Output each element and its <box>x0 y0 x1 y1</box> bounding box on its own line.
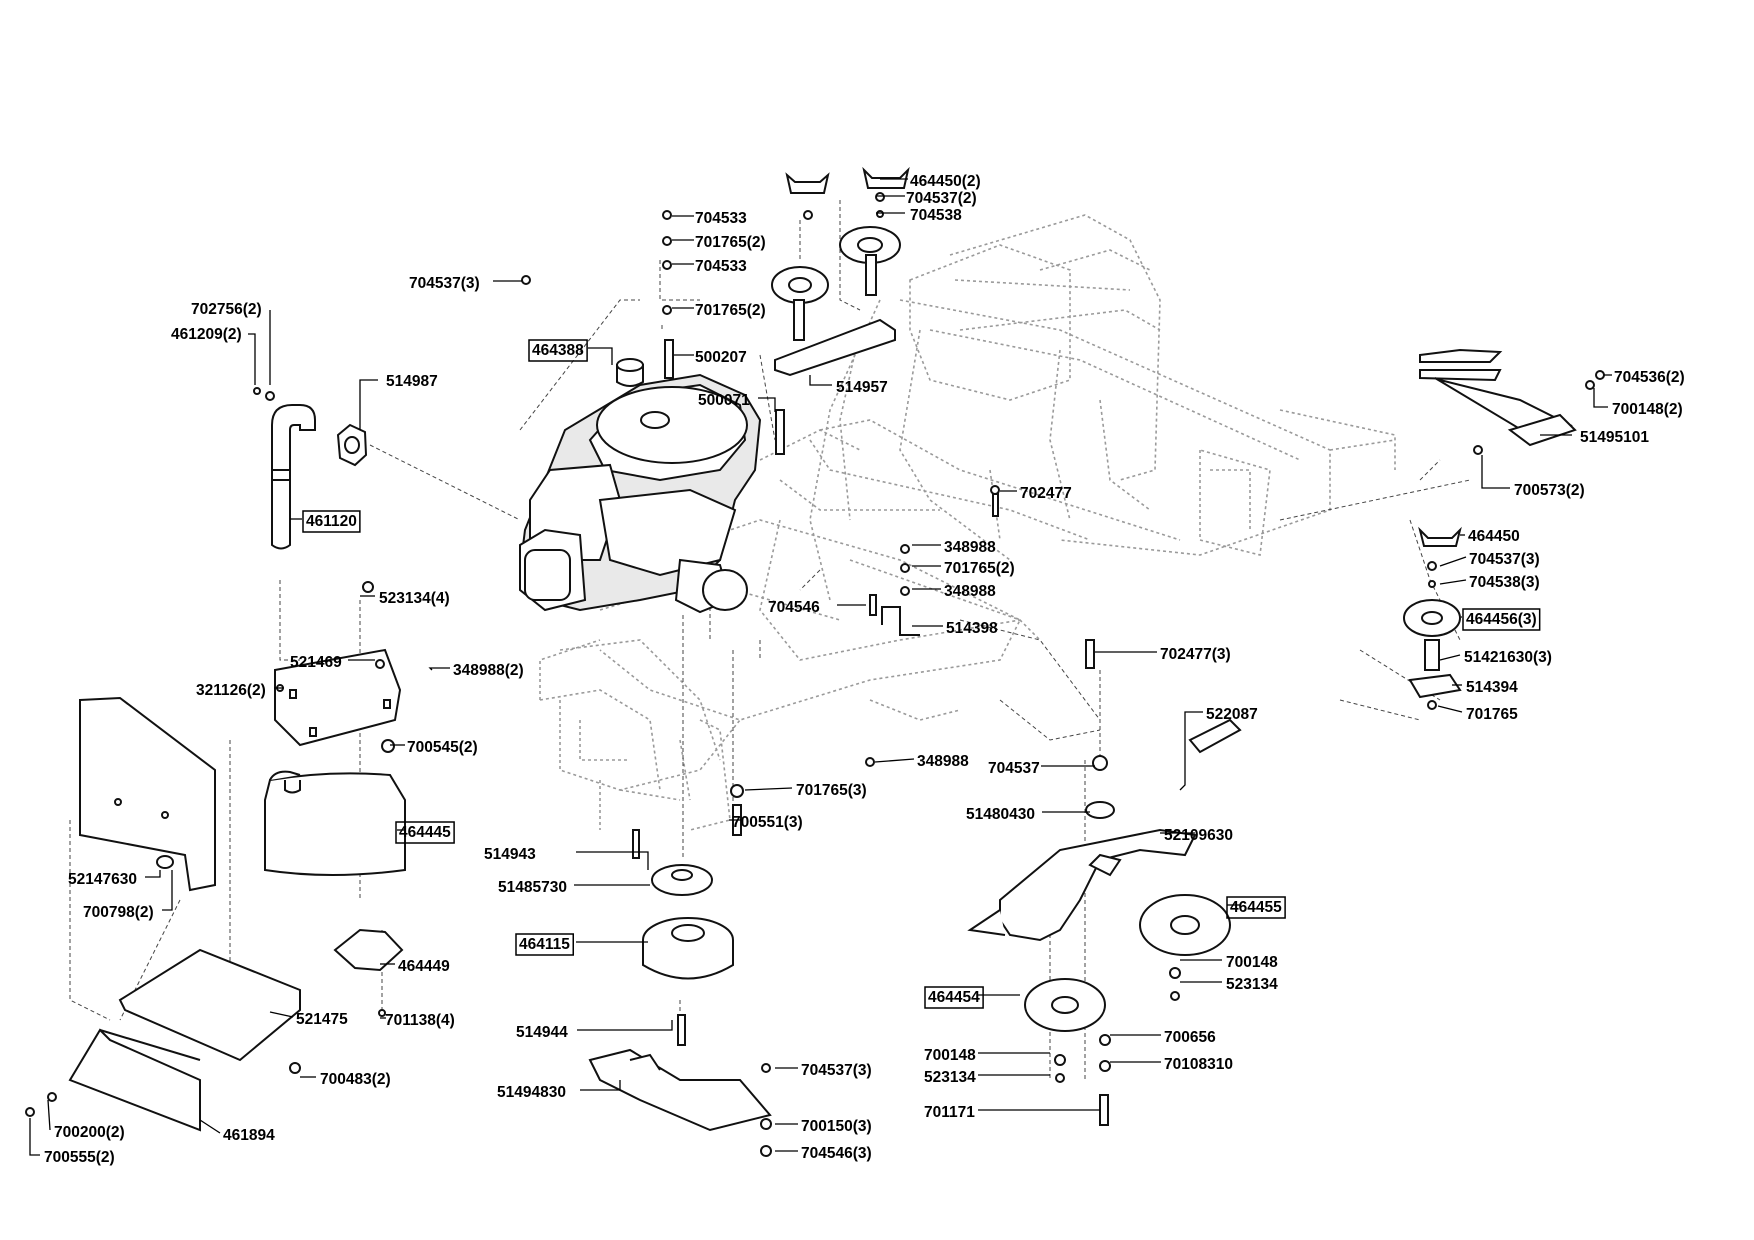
part-label: 514957 <box>836 379 888 396</box>
part-label: 702756(2) <box>191 301 262 318</box>
part-label: 523134 <box>1226 976 1278 993</box>
part-label: 700545(2) <box>407 739 478 756</box>
part-label: 461894 <box>223 1127 275 1144</box>
part-label: 701765(2) <box>944 560 1015 577</box>
part-number-callouts: 464450(2) 704537(2) 704538 704533 701765… <box>44 173 1685 1166</box>
part-label: 514943 <box>484 846 536 863</box>
part-label: 70108310 <box>1164 1056 1233 1073</box>
drive-bracket-assembly <box>967 718 1242 1126</box>
part-label: 521469 <box>290 654 342 671</box>
part-label: 51485730 <box>498 879 567 896</box>
part-label: 700483(2) <box>320 1071 391 1088</box>
part-label: 51494830 <box>497 1084 566 1101</box>
part-label: 51495101 <box>1580 429 1649 446</box>
part-label: 514398 <box>946 620 998 637</box>
part-label: 522087 <box>1206 706 1258 723</box>
part-label: 704546(3) <box>801 1145 872 1162</box>
part-label: 700573(2) <box>1514 482 1585 499</box>
part-label: 704533 <box>695 258 747 275</box>
part-label: 701765(3) <box>796 782 867 799</box>
part-label: 464445 <box>399 824 451 841</box>
top-idler-assembly <box>521 166 910 455</box>
part-label: 514944 <box>516 1024 568 1041</box>
callout-box <box>1226 896 1286 919</box>
part-label: 464115 <box>519 936 570 953</box>
part-label: 701171 <box>924 1104 975 1121</box>
part-label: 348988 <box>917 753 969 770</box>
part-label: 464450(2) <box>910 173 981 190</box>
part-label: 321126(2) <box>196 682 266 699</box>
part-label: 700551(3) <box>732 814 803 831</box>
part-label: 704537(3) <box>1469 551 1540 568</box>
part-label: 700656 <box>1164 1029 1216 1046</box>
part-label: 464454 <box>928 989 980 1006</box>
part-label: 523134 <box>924 1069 976 1086</box>
part-label: 464455 <box>1230 899 1282 916</box>
part-label: 514394 <box>1466 679 1518 696</box>
part-label: 464449 <box>398 958 450 975</box>
part-label: 461120 <box>306 513 357 530</box>
part-label: 704533 <box>695 210 747 227</box>
part-label: 701765(2) <box>695 302 766 319</box>
part-label: 700148 <box>924 1047 976 1064</box>
part-label: 702477 <box>1020 485 1072 502</box>
part-label: 700555(2) <box>44 1149 115 1166</box>
part-label: 348988 <box>944 539 996 556</box>
part-label: 52147630 <box>68 871 137 888</box>
part-label: 464388 <box>532 342 584 359</box>
part-label: 464456(3) <box>1466 611 1537 628</box>
callout-leader-lines <box>29 178 1612 1156</box>
chassis-frame-outline <box>539 214 1396 831</box>
part-label: 500071 <box>698 392 750 409</box>
callout-box <box>515 933 574 956</box>
part-label: 51421630(3) <box>1464 649 1552 666</box>
part-label: 704538 <box>910 207 962 224</box>
muffler-and-shields <box>25 581 406 1132</box>
callout-box <box>1462 608 1541 631</box>
part-label: 700148(2) <box>1612 401 1683 418</box>
part-label: 704537(2) <box>906 190 977 207</box>
part-label: 348988 <box>944 583 996 600</box>
part-label: 701765 <box>1466 706 1518 723</box>
part-label: 461209(2) <box>171 326 242 343</box>
boxed-callout-frames <box>302 339 1541 1009</box>
part-label: 704537(3) <box>801 1062 872 1079</box>
part-label: 700150(3) <box>801 1118 872 1135</box>
part-label: 704538(3) <box>1469 574 1540 591</box>
callout-box <box>395 821 455 844</box>
callout-box <box>528 339 588 362</box>
engine <box>518 358 762 614</box>
part-label: 700200(2) <box>54 1124 125 1141</box>
exhaust-pipe <box>253 387 368 550</box>
part-label: 514987 <box>386 373 438 390</box>
part-label: 51480430 <box>966 806 1035 823</box>
part-label: 704546 <box>768 599 820 616</box>
part-label: 521475 <box>296 1011 348 1028</box>
right-bracket-assembly <box>1403 348 1605 710</box>
part-label: 464450 <box>1468 528 1520 545</box>
part-label: 52109630 <box>1164 827 1233 844</box>
part-label: 700798(2) <box>83 904 154 921</box>
part-label: 702477(3) <box>1160 646 1231 663</box>
part-label: 500207 <box>695 349 747 366</box>
assembly-guide-lines <box>69 200 1471 1080</box>
electric-clutch-stack <box>588 864 772 1157</box>
part-label: 348988(2) <box>453 662 524 679</box>
part-label: 704537 <box>988 760 1040 777</box>
part-label: 701765(2) <box>695 234 766 251</box>
part-label: 523134(4) <box>379 590 450 607</box>
part-label: 700148 <box>1226 954 1278 971</box>
part-label: 701138(4) <box>385 1012 455 1029</box>
part-label: 704537(3) <box>409 275 480 292</box>
callout-box <box>924 986 984 1009</box>
callout-box <box>302 510 361 533</box>
part-label: 704536(2) <box>1614 369 1685 386</box>
